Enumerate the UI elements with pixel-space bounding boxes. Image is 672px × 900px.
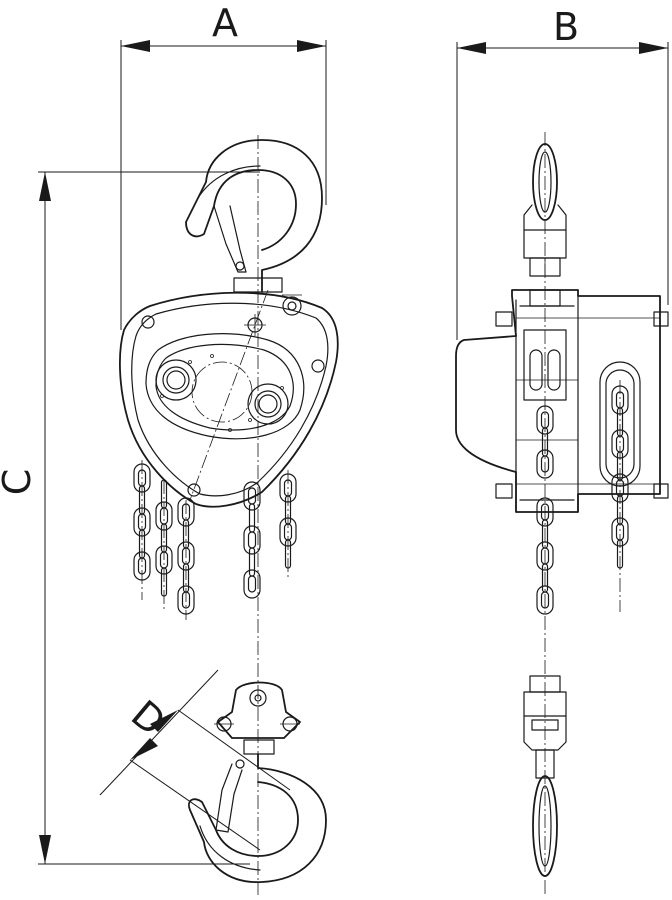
dimension-a: A — [120, 1, 327, 330]
dimension-b-label: B — [553, 5, 579, 49]
dimension-c-label: C — [0, 469, 39, 496]
top-hook — [185, 139, 323, 316]
hoist-body-side — [455, 289, 669, 513]
dimension-a-label: A — [212, 1, 238, 45]
bottom-hook — [188, 681, 327, 883]
hoist-body-front — [119, 291, 339, 508]
dimension-b: B — [456, 5, 669, 340]
dimension-d-label: D — [123, 692, 174, 745]
load-and-hand-chains-front — [133, 460, 297, 620]
chains-side — [536, 380, 629, 615]
front-diagonal-line — [189, 289, 269, 501]
